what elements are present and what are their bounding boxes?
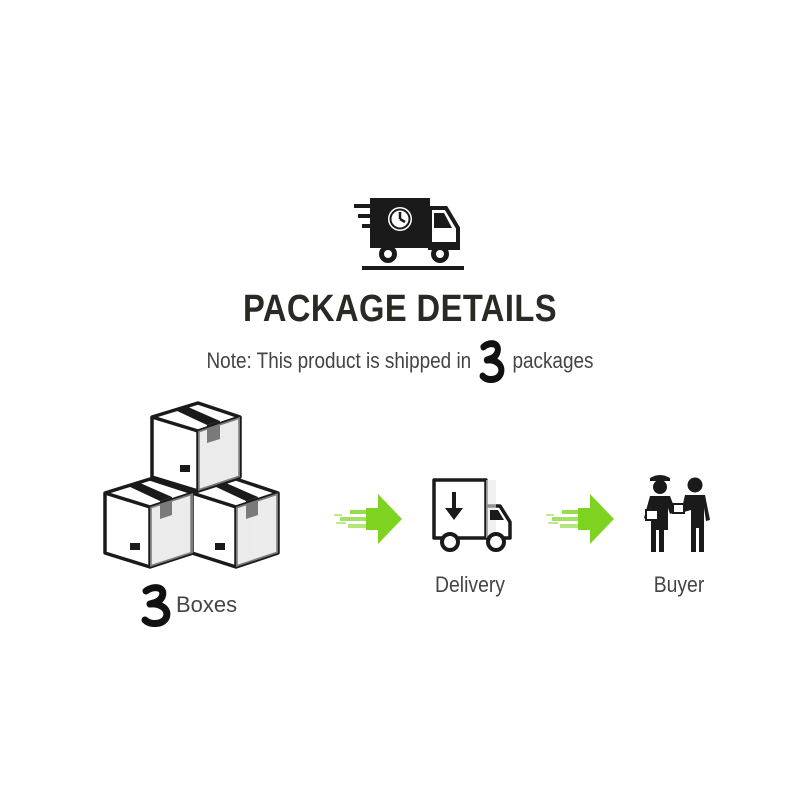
buyer-label: Buyer: [653, 572, 705, 597]
note-suffix: packages: [512, 348, 594, 373]
handover-people-icon: [644, 475, 710, 552]
page-title: PACKAGE DETAILS: [243, 288, 557, 330]
shipping-note: Note: This product is shipped in package…: [56, 338, 744, 384]
green-arrow-icon: [334, 494, 402, 544]
delivery-truck-clock-icon: [354, 198, 464, 270]
delivery-label: Delivery: [435, 572, 505, 597]
boxes-label: Boxes: [140, 580, 270, 630]
handwritten-count-mark: [141, 584, 171, 627]
green-arrow-icon: [546, 494, 614, 544]
boxes-text: Boxes: [176, 592, 238, 617]
delivery-truck-icon: [432, 478, 512, 552]
stacked-boxes-icon: [103, 401, 280, 569]
note-prefix: Note: This product is shipped in: [206, 348, 472, 373]
handwritten-count-mark: [479, 340, 505, 383]
